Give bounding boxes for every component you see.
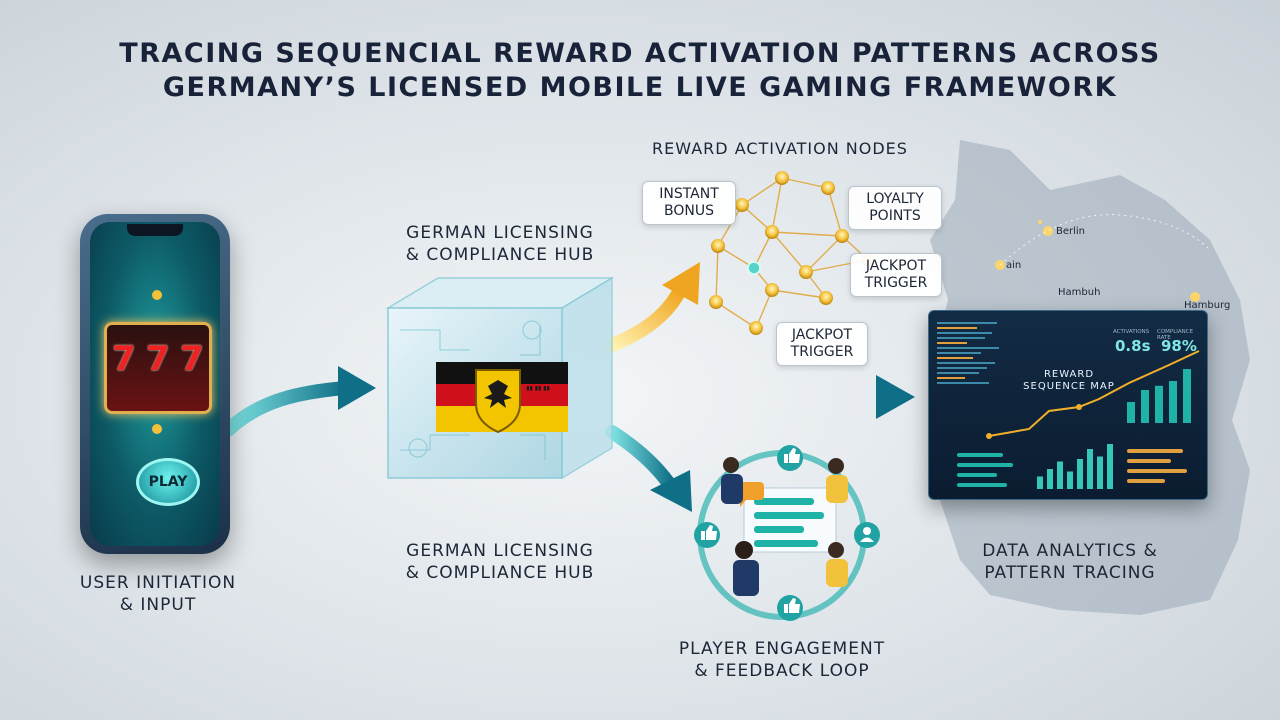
arrow-phone-to-hub-head xyxy=(338,366,376,410)
slot-seven-3: 7 xyxy=(180,339,204,379)
label-user-initiation-1: USER INITIATION xyxy=(79,573,237,593)
label-analytics-2: PATTERN TRACING xyxy=(984,563,1156,583)
instant-line-1: INSTANT xyxy=(659,186,719,202)
thumbs-up-icon xyxy=(701,448,800,613)
city-label-berlin: Berlin xyxy=(1056,226,1086,237)
title-line-1: TRACING SEQUENCIAL REWARD ACTIVATION PAT… xyxy=(119,38,1161,69)
node-tag-loyalty-points: LOYALTY POINTS xyxy=(848,186,942,230)
arrow-phone-to-hub xyxy=(221,381,352,437)
dashboard-title-1: REWARD xyxy=(1043,369,1095,380)
loyalty-line-1: LOYALTY xyxy=(866,191,924,207)
label-analytics-1: DATA ANALYTICS & xyxy=(982,541,1158,561)
flag-caption: ▮▮ ▮▮ ▮▮ xyxy=(526,385,550,392)
title-line-2: GERMANY’S LICENSED MOBILE LIVE GAMING FR… xyxy=(162,72,1118,103)
jackpot1-line-2: TRIGGER xyxy=(864,275,928,291)
label-engagement-1: PLAYER ENGAGEMENT xyxy=(678,639,886,659)
label-hub-top-2: & COMPLIANCE HUB xyxy=(405,245,595,265)
slot-machine-reels: 7 7 7 xyxy=(104,322,212,414)
kpi2-header: COMPLIANCE RATE xyxy=(1157,329,1194,341)
bars-mid-bar xyxy=(1087,449,1093,489)
instant-line-2: BONUS xyxy=(664,203,714,219)
city-label-hamburg: Hamburg xyxy=(1184,300,1231,311)
label-hub-bottom-2: & COMPLIANCE HUB xyxy=(405,563,595,583)
jackpot2-line-2: TRIGGER xyxy=(790,344,854,360)
bars-mid-bar xyxy=(1057,461,1063,489)
arrow-hub-to-engagement-head xyxy=(650,470,692,512)
bars-mid-bar xyxy=(1037,476,1043,489)
user-profile-icon xyxy=(860,527,874,542)
label-user-initiation-2: & INPUT xyxy=(119,595,197,615)
reward-sequence-dashboard: ACTIVATIONS COMPLIANCE RATE 0.8s 98% REW… xyxy=(928,310,1208,500)
bars-mid-bar xyxy=(1047,469,1053,489)
arrow-hub-to-nodes-head xyxy=(662,262,700,305)
node-tag-jackpot-trigger-1: JACKPOT TRIGGER xyxy=(850,253,942,297)
feedback-card xyxy=(743,487,837,553)
arrow-hub-to-engagement xyxy=(605,425,679,495)
bars-right-bar xyxy=(1141,390,1149,423)
eagle-shield-icon xyxy=(475,369,521,434)
city-label-hambuh: Hambuh xyxy=(1058,287,1101,298)
play-button[interactable]: PLAY xyxy=(136,458,200,506)
bars-right-bar xyxy=(1155,385,1163,423)
arrow-hub-to-nodes xyxy=(605,283,687,352)
dashboard-charts xyxy=(957,350,1200,489)
bars-mid-bar xyxy=(1067,471,1073,489)
nodes-heading: REWARD ACTIVATION NODES xyxy=(652,139,908,158)
kpi1-header: ACTIVATIONS xyxy=(1113,329,1150,335)
dashboard-code-lines xyxy=(937,319,1007,387)
loyalty-line-2: POINTS xyxy=(869,208,921,224)
jackpot2-line-1: JACKPOT xyxy=(791,327,853,343)
label-hub-top-1: GERMAN LICENSING xyxy=(406,223,594,243)
slot-light-icon xyxy=(152,290,162,300)
slot-light-icon xyxy=(152,424,162,434)
bars-mid-bar xyxy=(1107,444,1113,489)
bars-mid-bar xyxy=(1097,456,1103,489)
dashboard-title-2: SEQUENCE MAP xyxy=(1023,381,1115,392)
phone-notch xyxy=(127,224,183,236)
bars-mid-bar xyxy=(1077,459,1083,489)
map-city-dots xyxy=(995,220,1200,302)
kpi1-value: 0.8s xyxy=(1115,337,1151,355)
bars-right-bar xyxy=(1127,402,1135,423)
kpi2-value: 98% xyxy=(1161,337,1197,355)
label-hub-bottom-1: GERMAN LICENSING xyxy=(406,541,594,561)
bar-group-mid xyxy=(1037,444,1113,489)
bars-right-bar xyxy=(1169,381,1177,423)
bars-right-bar xyxy=(1183,369,1191,423)
node-tag-instant-bonus: INSTANT BONUS xyxy=(642,181,736,225)
label-engagement-2: & FEEDBACK LOOP xyxy=(694,661,870,681)
slot-seven-1: 7 xyxy=(112,339,136,379)
jackpot1-line-1: JACKPOT xyxy=(865,258,927,274)
bar-group-right xyxy=(1127,369,1191,423)
arrow-hub-to-dashboard-head xyxy=(876,375,915,419)
player-figures xyxy=(721,457,848,596)
node-tag-jackpot-trigger-2: JACKPOT TRIGGER xyxy=(776,322,868,366)
slot-seven-2: 7 xyxy=(146,339,170,379)
city-label-ain: ain xyxy=(1006,260,1022,271)
